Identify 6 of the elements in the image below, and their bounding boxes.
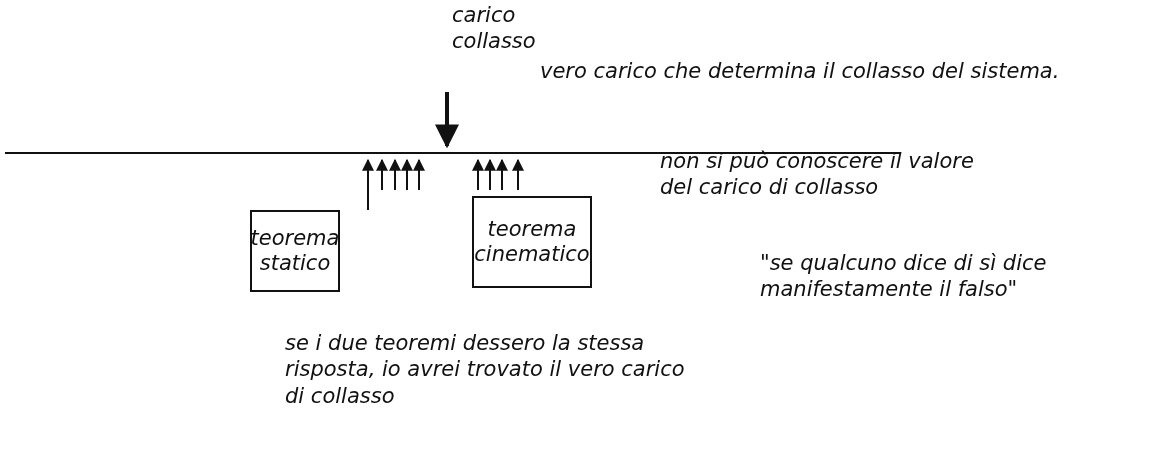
theorem-box: teorema statico xyxy=(250,210,340,292)
note-text: se i due teoremi dessero la stessa risposta, io avrei trovato il vero carico di collasso xyxy=(285,330,686,409)
load-label: carico collasso xyxy=(452,2,537,55)
quote-text: "se qualcuno dice di sì dice manifestamente il falso" xyxy=(760,250,1048,303)
theorem-box: teorema cinematico xyxy=(472,196,592,288)
note-text: vero carico che determina il collasso del sistema. xyxy=(540,58,1060,85)
